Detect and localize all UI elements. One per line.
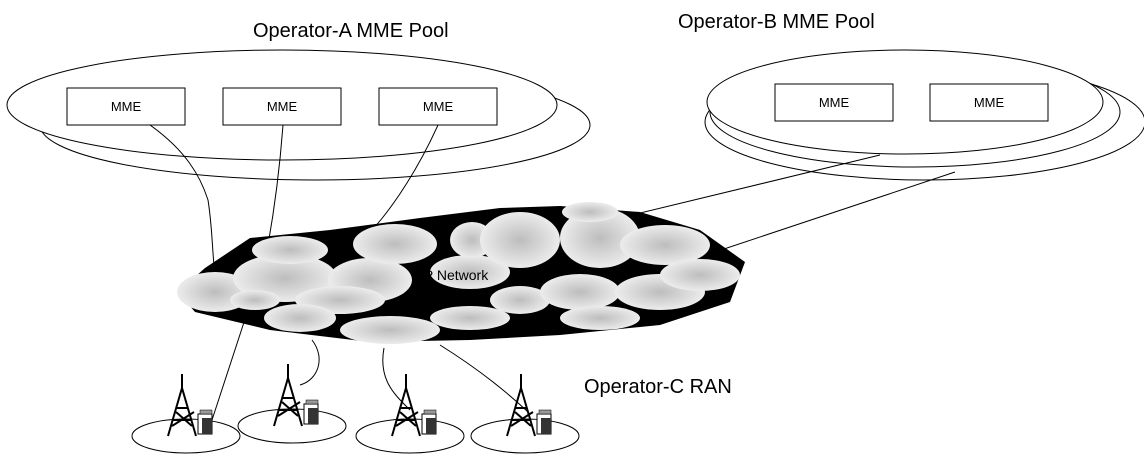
link-mme-a2-network	[267, 124, 284, 246]
antenna-tower-icon	[391, 374, 421, 437]
equipment-cabinet-icon	[536, 409, 552, 435]
link-mme-a3-network	[371, 124, 439, 231]
base-station	[237, 364, 347, 444]
antenna-tower-icon	[506, 374, 536, 437]
pool-a-title: Operator-A MME Pool	[253, 20, 449, 42]
mme-label: MME	[974, 95, 1005, 110]
pool-b-title: Operator-B MME Pool	[678, 11, 875, 33]
mme-label: MME	[819, 95, 850, 110]
pool-b-mme-node: MME	[774, 83, 894, 122]
ran-title: Operator-C RAN	[584, 376, 732, 398]
link-network-bs2	[299, 339, 320, 386]
operator-b-mme-pool: MME MME Operator-B MME Pool	[678, 11, 1144, 181]
base-station	[131, 374, 241, 454]
link-network-bs4	[439, 344, 529, 413]
operator-c-ran: Operator-C RAN	[131, 364, 732, 454]
link-network-bs3	[382, 347, 411, 411]
cloud-puffs	[177, 202, 740, 344]
link-network-bs1	[211, 309, 249, 421]
pool-b-mme-node: MME	[929, 83, 1049, 122]
pool-a-mme-node: MME	[378, 87, 498, 126]
pool-b-front-ellipse	[706, 49, 1104, 155]
ip-network-cloud: IP Network	[177, 202, 745, 344]
ip-network-label: IP Network	[420, 267, 489, 283]
antenna-tower-icon	[167, 374, 197, 437]
equipment-cabinet-icon	[197, 409, 213, 435]
antenna-tower-icon	[273, 364, 303, 427]
base-station	[470, 374, 580, 454]
base-station	[355, 374, 465, 454]
operator-a-mme-pool: MME MME MME Operator-A MME Pool	[6, 20, 591, 181]
link-pool-b-network-2	[714, 171, 956, 253]
mme-label: MME	[111, 99, 142, 114]
equipment-cabinet-icon	[421, 409, 437, 435]
equipment-cabinet-icon	[303, 399, 319, 425]
link-mme-a1-network	[149, 124, 215, 266]
connection-lines	[149, 124, 956, 421]
mme-label: MME	[423, 99, 454, 114]
pool-a-mme-node: MME	[66, 87, 186, 126]
pool-a-mme-node: MME	[222, 87, 342, 126]
link-pool-b-network-1	[631, 154, 881, 216]
mme-label: MME	[267, 99, 298, 114]
